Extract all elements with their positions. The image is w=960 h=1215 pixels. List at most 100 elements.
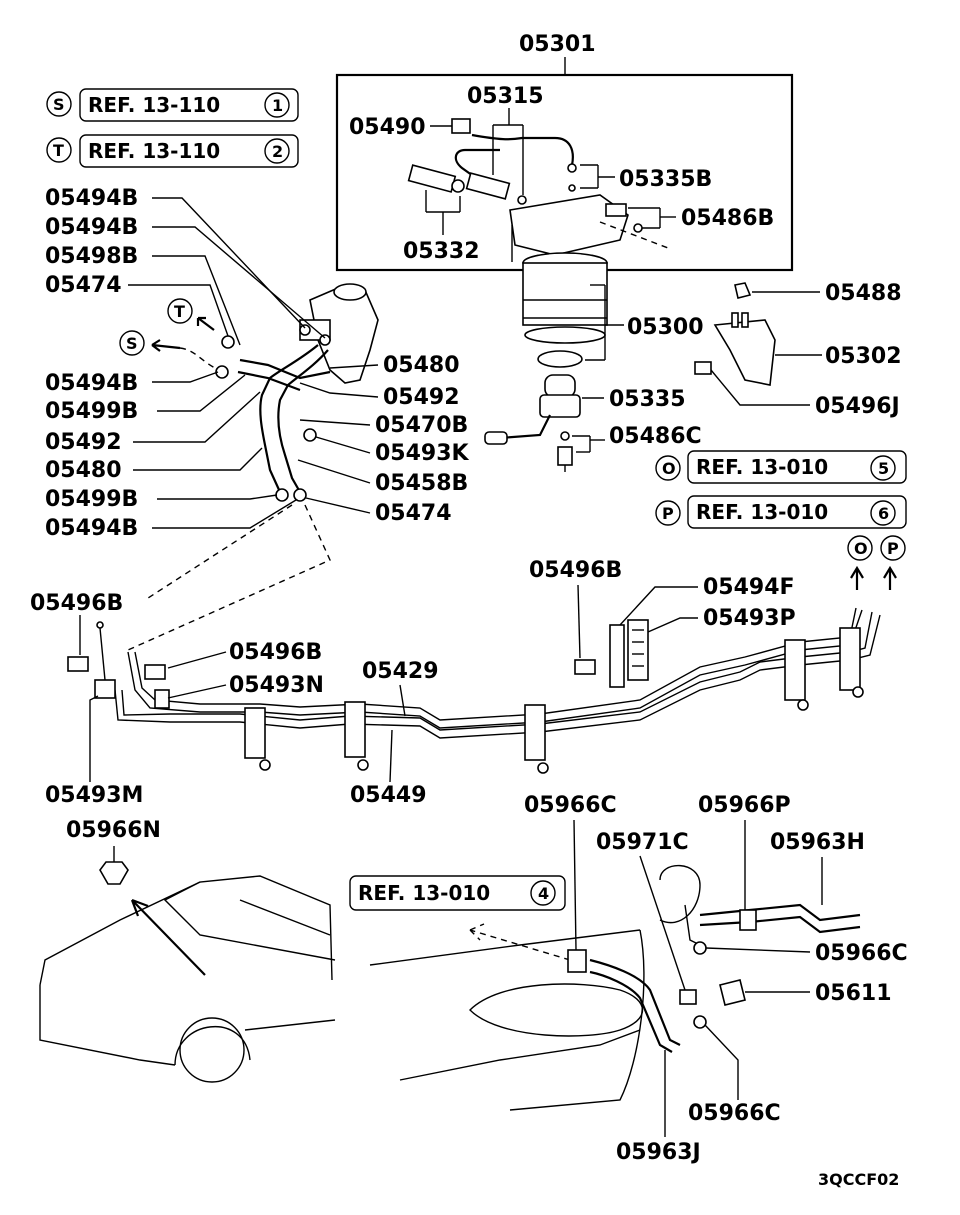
- part-label-05493N: 05493N: [229, 673, 324, 698]
- filter-fuel-line: [471, 133, 574, 166]
- arrow-ref-four: [469, 923, 571, 961]
- bracket-05332: [425, 190, 461, 235]
- diagram-code: 3QCCF02: [818, 1170, 899, 1189]
- leader-05966C-3: [704, 1024, 739, 1100]
- ref-box-o: O REF. 13-010 5: [655, 450, 907, 484]
- part-label-05966N: 05966N: [66, 818, 161, 843]
- assembly-dashline: [599, 221, 669, 249]
- marker-o-letter: O: [854, 539, 868, 558]
- part-label-05315: 05315: [467, 84, 544, 109]
- clamp-05494B-top2: [319, 334, 331, 346]
- part-label-05480-2: 05480: [383, 353, 460, 378]
- ref-box-four: REF. 13-010 4: [349, 875, 566, 911]
- washer-05335B: [568, 184, 576, 192]
- leader-05496J: [710, 369, 810, 406]
- sensor-wire: [499, 414, 551, 440]
- ref-p-letter: P: [662, 504, 674, 523]
- clamp-05493M: [94, 679, 116, 699]
- bolt-05335B: [567, 163, 577, 173]
- filter-head: [509, 194, 629, 256]
- bolt-05496B-right: [574, 659, 596, 675]
- ref-s-num: 1: [272, 96, 283, 115]
- part-label-05429: 05429: [362, 659, 439, 684]
- marker-o-circle: [847, 535, 873, 561]
- leader-05494B-3: [152, 371, 219, 383]
- leader-05493N: [167, 684, 227, 699]
- ref-four-text: REF. 13-010: [358, 881, 490, 905]
- line-end-left-tube: [99, 627, 106, 681]
- leader-05492-1: [133, 391, 261, 443]
- valve-05611: [719, 979, 746, 1006]
- part-label-05492-1: 05492: [45, 430, 122, 455]
- line-clamp-5: [839, 627, 864, 698]
- ref-t-num: 2: [272, 142, 283, 161]
- part-label-05966C-3: 05966C: [688, 1101, 781, 1126]
- fuel-line-05449: [127, 607, 863, 729]
- leader-05494B-1: [152, 197, 306, 329]
- stud-2: [741, 312, 749, 328]
- clip-05966N: [99, 861, 129, 885]
- part-label-05494B-3: 05494B: [45, 371, 138, 396]
- left-hoses: [237, 344, 331, 493]
- part-label-05494F: 05494F: [703, 575, 795, 600]
- bolt-05496B-mid: [144, 664, 166, 680]
- part-label-05494B-2: 05494B: [45, 215, 138, 240]
- leader-05499B-1: [157, 374, 246, 412]
- bracket-05486B: [628, 207, 676, 229]
- part-label-05494B-1: 05494B: [45, 186, 138, 211]
- part-label-05499B-2: 05499B: [45, 487, 138, 512]
- ref-p-text: REF. 13-010: [696, 500, 828, 524]
- part-label-05971C: 05971C: [596, 830, 689, 855]
- leader-05480-1: [133, 447, 263, 471]
- part-label-05458B: 05458B: [375, 471, 468, 496]
- arrow-p: [883, 565, 897, 590]
- part-label-05449: 05449: [350, 783, 427, 808]
- part-label-05490: 05490: [349, 115, 426, 140]
- part-label-05496B-3: 05496B: [529, 558, 622, 583]
- clamp-05966C-a: [567, 949, 587, 973]
- ref-t-letter: T: [53, 141, 64, 160]
- clamp-05966P: [739, 909, 757, 931]
- leader-05458B: [297, 459, 371, 484]
- leader-05470B: [299, 419, 371, 426]
- clamp-05493K: [303, 428, 317, 442]
- leader-05496B-2: [167, 651, 227, 669]
- sensor-05332: [407, 164, 527, 205]
- dash-s: [179, 347, 216, 369]
- bracket-05494F: [609, 624, 625, 688]
- filter-hose: [454, 148, 500, 189]
- leader-05474-1: [128, 284, 229, 337]
- bracket-05486C: [572, 435, 605, 453]
- part-label-05335B: 05335B: [619, 167, 712, 192]
- arrow-t: [196, 316, 215, 331]
- part-label-05300: 05300: [627, 315, 704, 340]
- part-label-05474-1: 05474: [45, 273, 122, 298]
- leader-05493P: [647, 617, 698, 633]
- leader-05493K: [315, 436, 371, 454]
- part-label-05494B-4: 05494B: [45, 516, 138, 541]
- part-label-05486C: 05486C: [609, 424, 702, 449]
- part-label-05301: 05301: [519, 32, 596, 57]
- car-outline: [39, 875, 336, 1083]
- leader-05494B-2: [152, 226, 326, 339]
- clamp-05474-upper: [221, 335, 235, 349]
- ref-t-text: REF. 13-110: [88, 139, 220, 163]
- part-label-05480-1: 05480: [45, 458, 122, 483]
- nut-05488: [734, 282, 752, 299]
- ref-box-p: P REF. 13-010 6: [655, 495, 907, 529]
- marker-p-letter: P: [887, 539, 899, 558]
- part-label-05498B: 05498B: [45, 244, 138, 269]
- line-end-left: [96, 621, 104, 629]
- marker-s-letter: S: [126, 334, 138, 353]
- sensor-connector: [484, 431, 508, 445]
- leader-05494F: [619, 586, 698, 626]
- part-label-05963H: 05963H: [770, 830, 865, 855]
- part-label-05966P: 05966P: [698, 793, 791, 818]
- leader-05966C-2: [705, 947, 811, 953]
- clip-05490: [451, 118, 471, 134]
- part-label-05492-2: 05492: [383, 385, 460, 410]
- leader-05494B-4: [152, 499, 297, 529]
- part-label-05493K: 05493K: [375, 441, 470, 466]
